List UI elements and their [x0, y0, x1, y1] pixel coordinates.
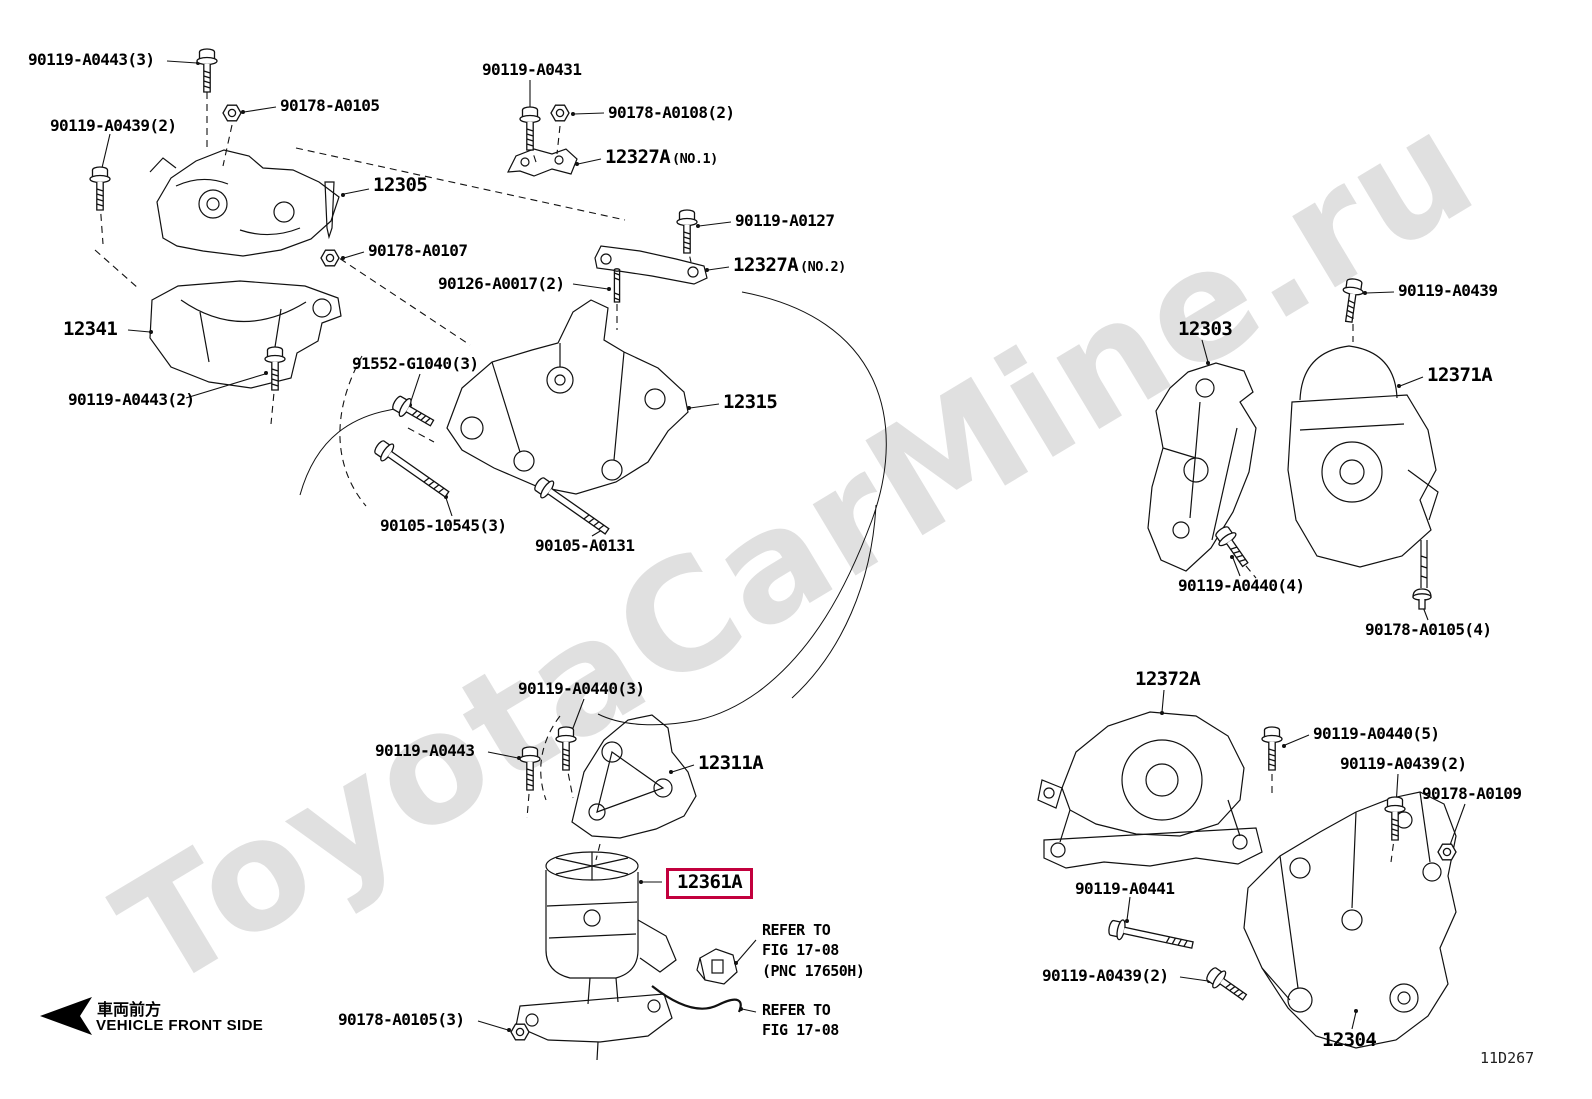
part-label[interactable]: 90178-A0108(2)	[608, 103, 735, 122]
part-number-text: 12311A	[698, 752, 764, 774]
part-number-suffix: (NO.1)	[672, 151, 718, 167]
part-label[interactable]: 12372A	[1135, 668, 1201, 690]
engine-outline	[299, 291, 887, 726]
reference-note: REFER TO FIG 17-08	[762, 1000, 839, 1041]
part-12303-drawing	[1147, 362, 1257, 572]
reference-note-line: FIG 17-08	[762, 941, 839, 960]
part-number-text: 90119-A0440(4)	[1178, 576, 1305, 595]
part-label[interactable]: 12303	[1178, 318, 1233, 340]
part-label[interactable]: 12341	[63, 318, 118, 340]
part-number-text: 12371A	[1427, 364, 1493, 386]
part-label[interactable]: 90105-10545(3)	[380, 516, 507, 535]
part-12371a-drawing	[1287, 345, 1439, 588]
part-number-text: 90119-A0439(2)	[1340, 754, 1467, 773]
part-label[interactable]: 90119-A0439(2)	[1340, 754, 1467, 773]
part-12372a-drawing	[1037, 711, 1263, 869]
vehicle-front-arrow-icon	[40, 997, 92, 1035]
diagram-code: 11D267	[1480, 1049, 1535, 1067]
part-number-text: 12361A	[677, 871, 743, 893]
part-label[interactable]: 90119-A0443	[375, 741, 475, 760]
part-label[interactable]: 90178-A0105	[280, 96, 380, 115]
part-label[interactable]: 90119-A0439(2)	[1042, 966, 1169, 985]
part-number-text: 90178-A0105(3)	[338, 1010, 465, 1029]
part-number-text: 90178-A0109	[1422, 784, 1522, 803]
part-number-text: 91552-G1040(3)	[352, 354, 479, 373]
part-label[interactable]: 90119-A0443(2)	[68, 390, 195, 409]
part-17650h-clamp-drawing	[696, 948, 738, 985]
part-label[interactable]: 12311A	[698, 752, 764, 774]
vehicle-front-label-jp: 車両前方	[97, 1000, 162, 1019]
part-number-text: 90178-A0108(2)	[608, 103, 735, 122]
part-number-text: 12305	[373, 174, 428, 196]
reference-note-line: (PNC 17650H)	[762, 961, 865, 980]
part-label[interactable]: 90119-A0439(2)	[50, 116, 177, 135]
part-number-text: 90119-A0443	[375, 741, 475, 760]
part-label[interactable]: 90119-A0127	[735, 211, 835, 230]
part-12305-drawing	[149, 149, 340, 257]
construction-dashed-lines	[94, 92, 1396, 863]
part-label-highlighted[interactable]: 12361A	[666, 868, 754, 899]
leader-lines	[100, 60, 1466, 1031]
part-label[interactable]: 90119-A0440(3)	[518, 679, 645, 698]
part-number-text: 90119-A0443(3)	[28, 50, 155, 69]
reference-note-line: REFER TO	[762, 1001, 831, 1019]
part-number-suffix: (NO.2)	[800, 259, 846, 275]
part-label[interactable]: 90119-A0441	[1075, 879, 1175, 898]
part-label[interactable]: 12327A(NO.2)	[733, 254, 846, 276]
part-12327a-no2-drawing	[594, 245, 708, 285]
part-label[interactable]: 90119-A0443(3)	[28, 50, 155, 69]
part-12304-drawing	[1243, 791, 1457, 1049]
part-12311a-drawing	[571, 714, 697, 839]
part-number-text: 12327A	[733, 254, 799, 276]
part-label[interactable]: 90119-A0440(4)	[1178, 576, 1305, 595]
part-number-text: 12304	[1322, 1029, 1377, 1051]
part-number-text: 90119-A0443(2)	[68, 390, 195, 409]
part-label[interactable]: 90178-A0107	[368, 241, 468, 260]
part-number-text: 90178-A0107	[368, 241, 468, 260]
part-number-text: 90119-A0127	[735, 211, 835, 230]
part-number-text: 90119-A0440(3)	[518, 679, 645, 698]
reference-note-line: REFER TO	[762, 921, 831, 939]
part-label[interactable]: 12315	[723, 391, 778, 413]
part-number-text: 90119-A0439(2)	[1042, 966, 1169, 985]
part-number-text: 90119-A0439	[1398, 281, 1498, 300]
reference-note-line: FIG 17-08	[762, 1021, 839, 1040]
part-label[interactable]: 90105-A0131	[535, 536, 635, 555]
part-label[interactable]: 12327A(NO.1)	[605, 146, 718, 168]
part-number-text: 90119-A0431	[482, 60, 582, 79]
part-label[interactable]: 90126-A0017(2)	[438, 274, 565, 293]
part-label[interactable]: 12304	[1322, 1029, 1377, 1051]
part-number-text: 12315	[723, 391, 778, 413]
part-number-text: 90178-A0105	[280, 96, 380, 115]
part-number-text: 90119-A0439(2)	[50, 116, 177, 135]
part-label[interactable]: 91552-G1040(3)	[352, 354, 479, 373]
reference-note: REFER TO FIG 17-08(PNC 17650H)	[762, 920, 865, 981]
part-label[interactable]: 90178-A0109	[1422, 784, 1522, 803]
wire-drawing	[651, 985, 742, 1013]
part-number-text: 12327A	[605, 146, 671, 168]
part-label[interactable]: 90178-A0105(3)	[338, 1010, 465, 1029]
part-number-text: 12372A	[1135, 668, 1201, 690]
part-label[interactable]: 90119-A0431	[482, 60, 582, 79]
part-label[interactable]: 12371A	[1427, 364, 1493, 386]
part-label[interactable]: 90119-A0439	[1398, 281, 1498, 300]
part-number-text: 90105-10545(3)	[380, 516, 507, 535]
part-number-text: 90105-A0131	[535, 536, 635, 555]
part-number-text: 90178-A0105(4)	[1365, 620, 1492, 639]
part-number-text: 90126-A0017(2)	[438, 274, 565, 293]
part-number-text: 90119-A0441	[1075, 879, 1175, 898]
part-label[interactable]: 90178-A0105(4)	[1365, 620, 1492, 639]
part-label[interactable]: 12305	[373, 174, 428, 196]
part-number-text: 12341	[63, 318, 118, 340]
part-label[interactable]: 90119-A0440(5)	[1313, 724, 1440, 743]
part-number-text: 12303	[1178, 318, 1233, 340]
part-number-text: 90119-A0440(5)	[1313, 724, 1440, 743]
part-12327a-no1-drawing	[506, 148, 578, 177]
vehicle-front-label-en: VEHICLE FRONT SIDE	[96, 1017, 264, 1034]
